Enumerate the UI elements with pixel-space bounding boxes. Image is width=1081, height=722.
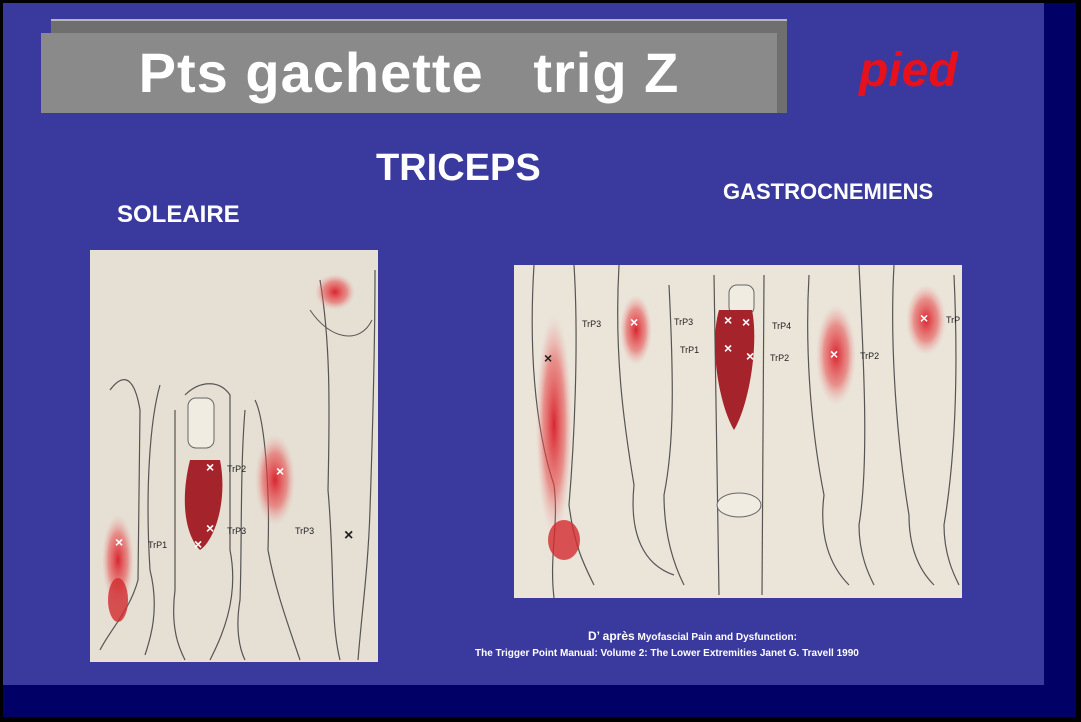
section-heading: TRICEPS <box>376 147 541 190</box>
trp-label: TrP1 <box>148 540 167 550</box>
svg-text:×: × <box>206 459 214 475</box>
title-bar-bevel <box>51 19 787 33</box>
soleaire-illustration: × × × × × × TrP2 TrP3 TrP1 TrP3 <box>90 250 378 662</box>
right-figure-label: GASTROCNEMIENS <box>723 179 933 205</box>
trp-label: TrP2 <box>860 351 879 361</box>
left-figure-label: SOLEAIRE <box>117 201 240 229</box>
credit-line-2: The Trigger Point Manual: Volume 2: The … <box>475 648 859 659</box>
svg-text:×: × <box>194 536 202 552</box>
svg-text:×: × <box>630 314 638 330</box>
trp-label: TrP3 <box>674 317 693 327</box>
gastrocnemiens-illustration: × × × × × × × × TrP3 TrP3 TrP4 TrP1 TrP2… <box>514 265 962 598</box>
trp-label: TrP2 <box>770 353 789 363</box>
trp-label: TrP4 <box>772 321 791 331</box>
slide: Pts gachette trig Z pied TRICEPS SOLEAIR… <box>3 3 1076 717</box>
title-bar: Pts gachette trig Z <box>41 33 777 113</box>
trp-label: TrP1 <box>680 345 699 355</box>
subtitle-red: pied <box>859 43 958 98</box>
credit-text-1: Myofascial Pain and Dysfunction: <box>637 632 796 643</box>
slide-title: Pts gachette trig Z <box>41 33 777 113</box>
soleaire-drawing: × × × × × × TrP2 TrP3 TrP1 TrP3 <box>90 250 378 662</box>
svg-text:×: × <box>724 312 732 328</box>
slide-panel: Pts gachette trig Z pied TRICEPS SOLEAIR… <box>3 3 1044 685</box>
credit-line-1: D’ après Myofascial Pain and Dysfunction… <box>588 629 797 643</box>
svg-text:×: × <box>920 310 928 326</box>
svg-text:×: × <box>742 314 750 330</box>
gastrocnemiens-drawing: × × × × × × × × TrP3 TrP3 TrP4 TrP1 TrP2… <box>514 265 962 598</box>
trp-label: TrP <box>946 315 960 325</box>
svg-text:×: × <box>206 520 214 536</box>
svg-text:×: × <box>746 348 754 364</box>
trp-label: TrP3 <box>227 526 246 536</box>
trp-label: TrP3 <box>295 526 314 536</box>
svg-text:×: × <box>724 340 732 356</box>
svg-text:×: × <box>276 463 284 479</box>
svg-text:×: × <box>830 346 838 362</box>
svg-text:×: × <box>344 527 353 544</box>
svg-text:×: × <box>544 350 552 366</box>
trp-label: TrP2 <box>227 464 246 474</box>
credit-prefix: D’ après <box>588 629 635 643</box>
trp-label: TrP3 <box>582 319 601 329</box>
svg-text:×: × <box>115 534 123 550</box>
